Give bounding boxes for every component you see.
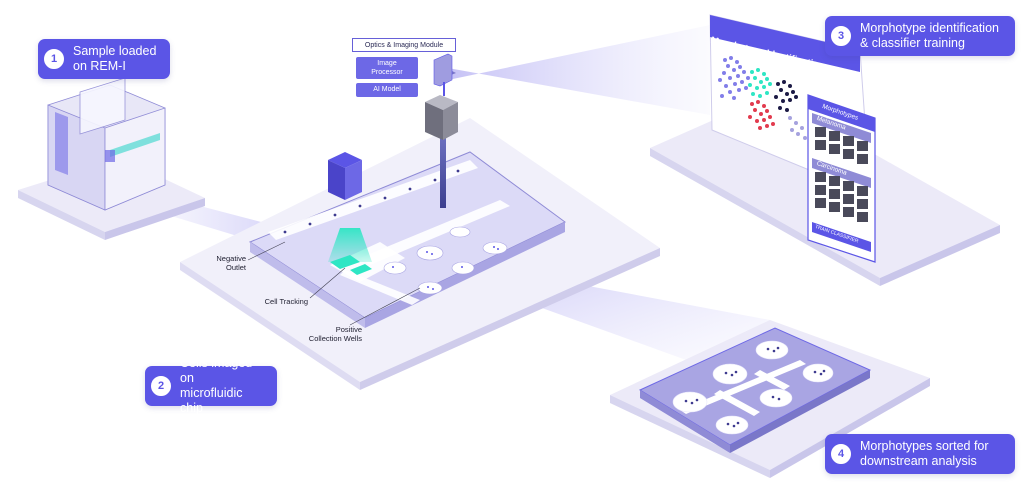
step-1-callout: 1 Sample loaded on REM-I: [38, 39, 170, 79]
step-2-callout: 2 Cells imaged on microfluidic chip: [145, 356, 277, 415]
microfluidic-chip: [248, 151, 566, 328]
step-4-text: Morphotypes sorted for downstream analys…: [860, 439, 989, 468]
light-source: [328, 152, 372, 262]
step-1-text: Sample loaded on REM-I: [73, 44, 157, 73]
scatter-clusters: [718, 56, 807, 140]
label-leader-lines: [247, 241, 421, 326]
step-2-text: Cells imaged on microfluidic chip: [180, 356, 253, 415]
sorting-collection-wells: [672, 340, 834, 435]
step-1-number: 1: [44, 49, 64, 69]
step-4-number: 4: [831, 444, 851, 464]
thumbnail-grid-1: [815, 127, 868, 164]
positive-wells-label: Positive Collection Wells: [308, 325, 362, 343]
optics-module-title: Optics & Imaging Module: [352, 38, 456, 52]
negative-outlet-label: Negative Outlet: [216, 254, 246, 272]
ai-model-box: AI Model: [356, 83, 418, 97]
sorting-chip: [638, 327, 872, 453]
step-3-number: 3: [831, 26, 851, 46]
step-3-callout: 3 Morphotype identification & classifier…: [825, 16, 1015, 56]
beam-camera-to-panel: [448, 25, 710, 115]
chip-collection-wells: [383, 226, 508, 295]
step-4-callout: 4 Morphotypes sorted for downstream anal…: [825, 434, 1015, 474]
morphotypes-side-panel: [807, 94, 876, 263]
step-3-text: Morphotype identification & classifier t…: [860, 21, 999, 50]
camera-unit: [425, 53, 458, 208]
thumbnail-grid-2: [815, 172, 868, 222]
cell-tracking-label: Cell Tracking: [264, 297, 308, 306]
step-2-number: 2: [151, 376, 171, 396]
rem-i-instrument: [47, 77, 166, 211]
image-processor-box: Image Processor: [356, 57, 418, 79]
